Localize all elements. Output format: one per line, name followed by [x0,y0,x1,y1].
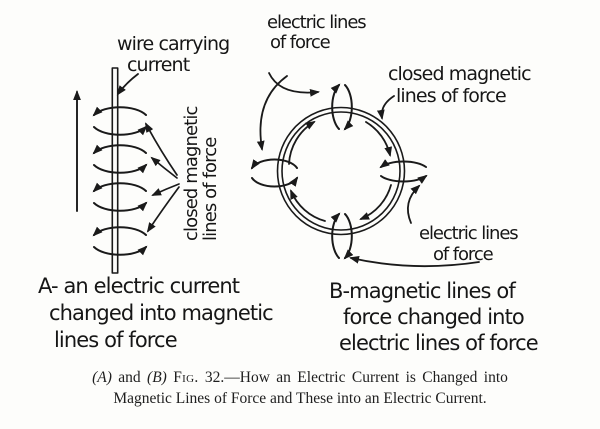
leader-magnetic-label-to-circle [376,95,395,120]
magnetic-loop-1 [92,106,148,136]
electric-loop-bottom [330,212,354,260]
diagram-b-leader-arrows [256,72,480,268]
caption-a-line2: changed into magnetic [49,301,274,325]
electric-top-line1: electric lines [267,12,367,33]
electric-bottom-line1: electric lines [419,223,519,244]
magnetic-loop-4 [92,226,148,256]
rotated-label-line1: closed magnetic [181,106,202,241]
diagram-b-caption: B-magnetic lines of force changed into e… [329,278,539,356]
wire [111,67,119,274]
figure-caption: (A) and (B) Fig. 32.—How an Electric Cur… [0,367,600,409]
electric-loop-left [250,158,299,188]
leader-bottom-label-to-right-loop [407,184,421,224]
electric-top-line2: of force [270,32,331,53]
electric-lines-top-label: electric lines of force [267,12,367,53]
wire-label-line1: wire carrying [117,33,230,55]
diagram-a-art [73,67,180,274]
leader-top-label-to-top-loop [268,72,320,97]
wire-label-leader-arrow [116,73,139,96]
electric-loop-top [330,83,354,131]
wire-label-line2: current [127,54,190,76]
figure-ref-a: (A) [92,369,112,386]
caption-a-line3: lines of force [54,328,178,352]
magnetic-label-line2: lines of force [396,85,507,107]
figure-caption-line1-rest: 32.—How an Electric Current is Changed i… [204,369,508,386]
figure-ref-b: (B) [147,369,167,386]
electric-bottom-line2: of force [433,244,494,265]
magnetic-circle-inner [281,111,401,231]
caption-a-line1: A- an electric current [38,274,240,298]
closed-magnetic-lines-label: closed magnetic lines of force [388,63,532,107]
figure-label: Fig. [173,369,199,386]
caption-b-line1: B-magnetic lines of [329,279,516,303]
magnetic-loop-2 [92,144,148,174]
electric-lines-bottom-label: electric lines of force [419,223,519,265]
magnetic-label-line1: closed magnetic [388,63,532,85]
coil-label-leader-arrows [145,122,180,233]
diagram-a-caption: A- an electric current changed into magn… [38,273,274,354]
figure-caption-conj: and [118,369,141,386]
diagram-b-art [250,72,480,268]
magnetic-loop-3 [92,182,148,212]
rotated-label-line2: lines of force [200,137,221,241]
circulation-arrows [288,120,393,222]
leader-bottom-label-to-bottom-loop [349,255,480,268]
closed-magnetic-rotated-label: closed magnetic lines of force [181,83,221,241]
wire-carrying-current-label: wire carrying current [117,33,230,76]
figure-caption-line2: Magnetic Lines of Force and These into a… [113,390,487,407]
leader-top-label-to-left-loop [256,75,288,151]
electric-loop-right [379,159,428,184]
caption-b-line3: electric lines of force [339,331,539,355]
caption-b-line2: force changed into [343,305,525,329]
magnetic-circle-outer [276,106,406,236]
figure-caption-line1: (A) and (B) Fig. 32.—How an Electric Cur… [0,367,600,388]
